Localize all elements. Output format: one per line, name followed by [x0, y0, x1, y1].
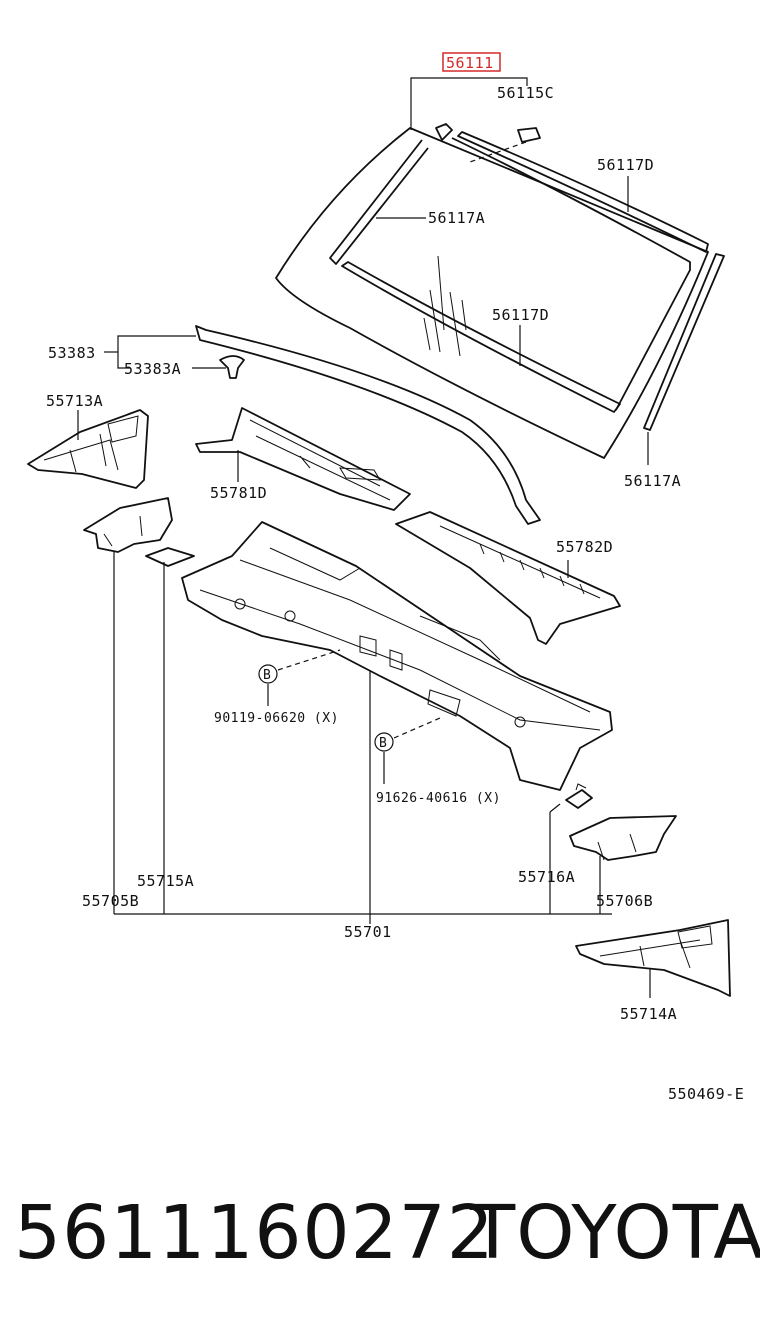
label-55714A[interactable]: 55714A — [620, 1005, 677, 1023]
bolt-dash-2 — [393, 717, 441, 739]
label-55705B[interactable]: 55705B — [82, 892, 139, 910]
diagram-code: 550469-E — [668, 1085, 744, 1103]
label-91626-40616[interactable]: 91626-40616 (X) — [376, 791, 501, 806]
label-53383A[interactable]: 53383A — [124, 360, 181, 378]
label-55715A[interactable]: 55715A — [137, 872, 194, 890]
leader-56111 — [410, 77, 528, 130]
bracket-55715A — [145, 547, 195, 567]
label-55781D[interactable]: 55781D — [210, 484, 267, 502]
bracket-55716A-tab — [575, 783, 587, 791]
label-55706B[interactable]: 55706B — [596, 892, 653, 910]
label-56117A-left[interactable]: 56117A — [428, 209, 485, 227]
footer-brand: TOYOTA — [470, 1190, 760, 1276]
highlight-box — [442, 52, 501, 72]
bolt-marker-2 — [374, 732, 394, 752]
bracket-55706B — [569, 815, 677, 861]
cowl-55782D — [395, 511, 621, 645]
label-55701[interactable]: 55701 — [344, 923, 392, 941]
label-56117D-top[interactable]: 56117D — [597, 156, 654, 174]
bolt-marker-2-text: B — [379, 736, 387, 751]
bolt-dash-1 — [277, 649, 341, 671]
clip-56115C — [469, 127, 541, 163]
upper-molding — [435, 123, 709, 253]
side-molding-right — [643, 253, 725, 431]
label-56115C[interactable]: 56115C — [497, 84, 554, 102]
label-55713A[interactable]: 55713A — [46, 392, 103, 410]
bracket-55716A — [565, 789, 593, 809]
cowl-55781D — [195, 407, 411, 511]
windshield-glass — [275, 127, 709, 459]
bolt-marker-1 — [258, 664, 278, 684]
label-56117D-mid[interactable]: 56117D — [492, 306, 549, 324]
bracket-55705B — [83, 497, 173, 553]
label-90119-06620[interactable]: 90119-06620 (X) — [214, 711, 339, 726]
clip-53383A — [219, 355, 245, 379]
lower-molding-53383 — [195, 325, 541, 525]
label-56117A-right[interactable]: 56117A — [624, 472, 681, 490]
label-56111[interactable]: 56111 — [446, 54, 494, 72]
bolt-marker-1-text: B — [263, 668, 271, 683]
panel-55713A — [27, 409, 149, 489]
leader-55716A-tip — [549, 803, 561, 813]
footer-part-number: 5611160272 — [14, 1190, 495, 1276]
panel-55714A — [575, 919, 731, 997]
cowl-panel-55701 — [181, 521, 613, 791]
label-55782D[interactable]: 55782D — [556, 538, 613, 556]
label-55716A[interactable]: 55716A — [518, 868, 575, 886]
label-53383[interactable]: 53383 — [48, 344, 96, 362]
